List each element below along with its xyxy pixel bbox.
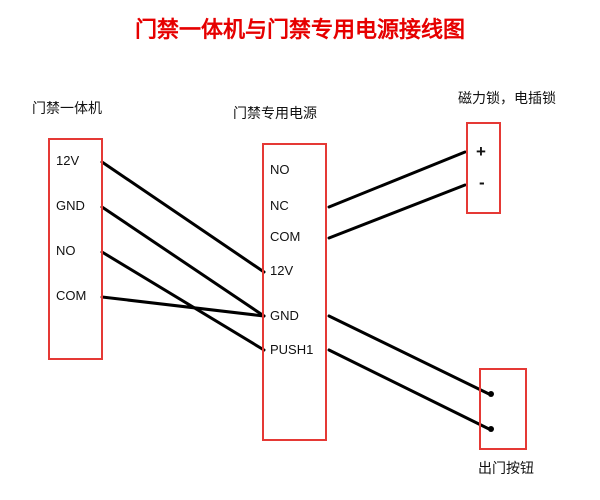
wire-power-PUSH1--button-bottom-dot [327,348,491,431]
lock-terminal-minus: - [479,173,485,192]
exit-button-terminal-dot-bottom [488,426,494,432]
power-terminal-com: COM [270,229,301,244]
power-terminal-no: NO [270,162,290,177]
lock-label: 磁力锁，电插锁 [458,90,556,106]
power-box [262,143,327,441]
reader-terminal-gnd: GND [56,198,85,213]
power-terminal-push1: PUSH1 [270,342,314,357]
wire-reader-GND--power-GND [100,205,266,318]
power-terminal-nc: NC [270,198,289,213]
reader-label: 门禁一体机 [32,100,102,116]
wire-power-GND--button-top-dot [327,314,491,396]
reader-terminal-com: COM [56,288,87,303]
wire-power-COM--lock-minus [327,183,467,240]
diagram-title: 门禁一体机与门禁专用电源接线图 [134,17,465,42]
lock-terminal-plus: + [476,142,486,161]
wire-reader-COM--power-GND [100,295,266,318]
lock-box [466,122,501,214]
power-terminal-12v: 12V [270,263,294,278]
wire-power-NC--lock-plus [327,150,467,209]
wire-reader-12V--power-12V [100,160,266,274]
exit-button-box [479,368,527,450]
reader-box [48,138,103,360]
reader-terminal-12v: 12V [56,153,80,168]
reader-terminal-no: NO [56,243,76,258]
power-terminal-gnd: GND [270,308,299,323]
wire-reader-NO--power-PUSH1 [100,250,266,352]
exit-button-terminal-dot-top [488,391,494,397]
exit-button-label: 出门按钮 [478,460,534,476]
power-label: 门禁专用电源 [233,105,317,121]
